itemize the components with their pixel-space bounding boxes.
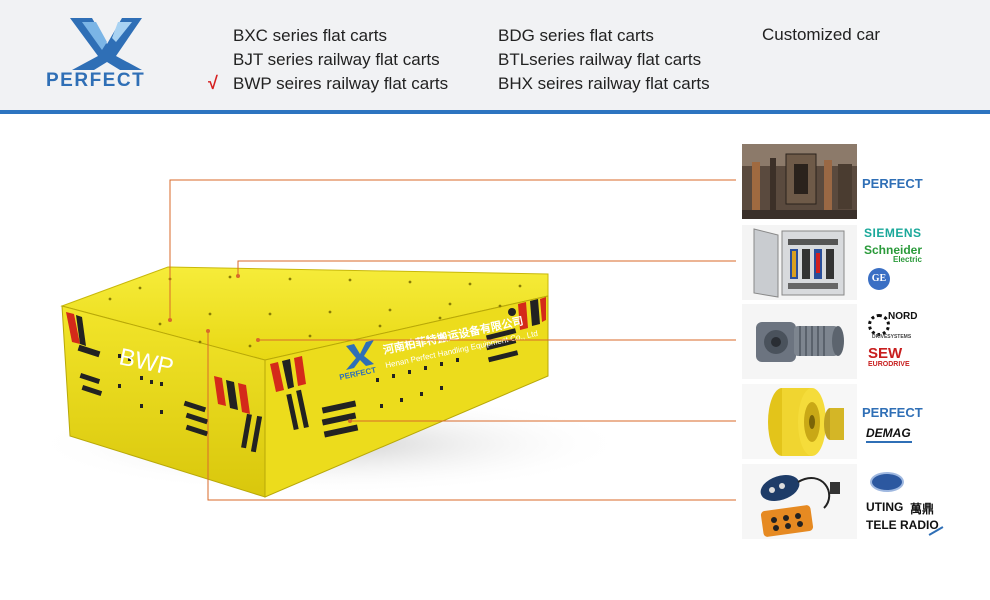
brand-schneider-electric: Electric — [893, 255, 922, 264]
product-diagram: BWP PERFECT 河南柏菲特搬运设备有限公司 Henan Perfect … — [0, 114, 990, 600]
cart-logo-icon — [346, 340, 374, 370]
header-divider — [0, 110, 990, 114]
selected-check-icon: √ — [208, 73, 218, 93]
brand-siemens: SIEMENS — [864, 226, 922, 240]
leader-dots — [168, 274, 352, 423]
brand-ge-text: GE — [871, 273, 887, 284]
brand-uting-cn: 萬鼎 — [910, 502, 935, 516]
brand-perfect-2: PERFECT — [862, 405, 923, 420]
right-side-holes — [376, 358, 459, 408]
demag-underline — [866, 441, 912, 443]
brand-perfect-1: PERFECT — [862, 176, 923, 191]
gear-motor-photo[interactable] — [742, 304, 857, 379]
perfect-logo-icon[interactable] — [42, 12, 172, 98]
wheel-photo[interactable] — [742, 384, 857, 459]
brand-uting: UTING — [866, 500, 904, 514]
left-side-holes — [118, 354, 163, 414]
electric-cabinet-photo[interactable] — [742, 225, 857, 300]
logo-text: PERFECT — [46, 70, 146, 91]
brand-drivesystems: DRIVESYSTEMS — [872, 334, 912, 340]
nav-item-customized[interactable]: Customized car — [762, 25, 881, 44]
nav-item-btl[interactable]: BTLseries railway flat carts — [498, 50, 702, 69]
brand-nord: NORD — [888, 311, 918, 322]
brand-eurodrive: EURODRIVE — [868, 361, 910, 368]
top-rivets — [108, 275, 522, 348]
nav-item-bjt[interactable]: BJT series railway flat carts — [233, 50, 440, 69]
brand-teleradio: TELE RADIO — [866, 518, 939, 532]
nord-gear-icon — [868, 314, 890, 336]
uting-emblem-icon — [870, 472, 904, 492]
cart-right-side — [264, 295, 549, 498]
leader-lines — [169, 179, 736, 501]
left-side-slots — [77, 344, 263, 453]
brand-ge-icon: GE — [868, 268, 890, 290]
cart-illustration: BWP PERFECT 河南柏菲特搬运设备有限公司 Henan Perfect … — [30, 179, 736, 501]
nav-item-bwp[interactable]: BWP seires railway flat carts — [233, 74, 449, 93]
nav-item-bxc[interactable]: BXC series flat carts — [233, 26, 387, 45]
brand-sew: SEW — [868, 345, 903, 362]
nav-item-bdg[interactable]: BDG series flat carts — [498, 26, 654, 45]
right-side-slots — [286, 308, 519, 438]
brand-demag: DEMAG — [866, 426, 911, 440]
nav-item-bhx[interactable]: BHX seires railway flat carts — [498, 74, 710, 93]
brand-schneider: Schneider — [864, 243, 923, 257]
header: PERFECT BXC series flat carts BJT series… — [0, 0, 990, 110]
warning-stripes — [66, 297, 546, 414]
steel-structure-photo[interactable] — [742, 144, 857, 219]
remote-control-photo[interactable] — [742, 464, 857, 539]
